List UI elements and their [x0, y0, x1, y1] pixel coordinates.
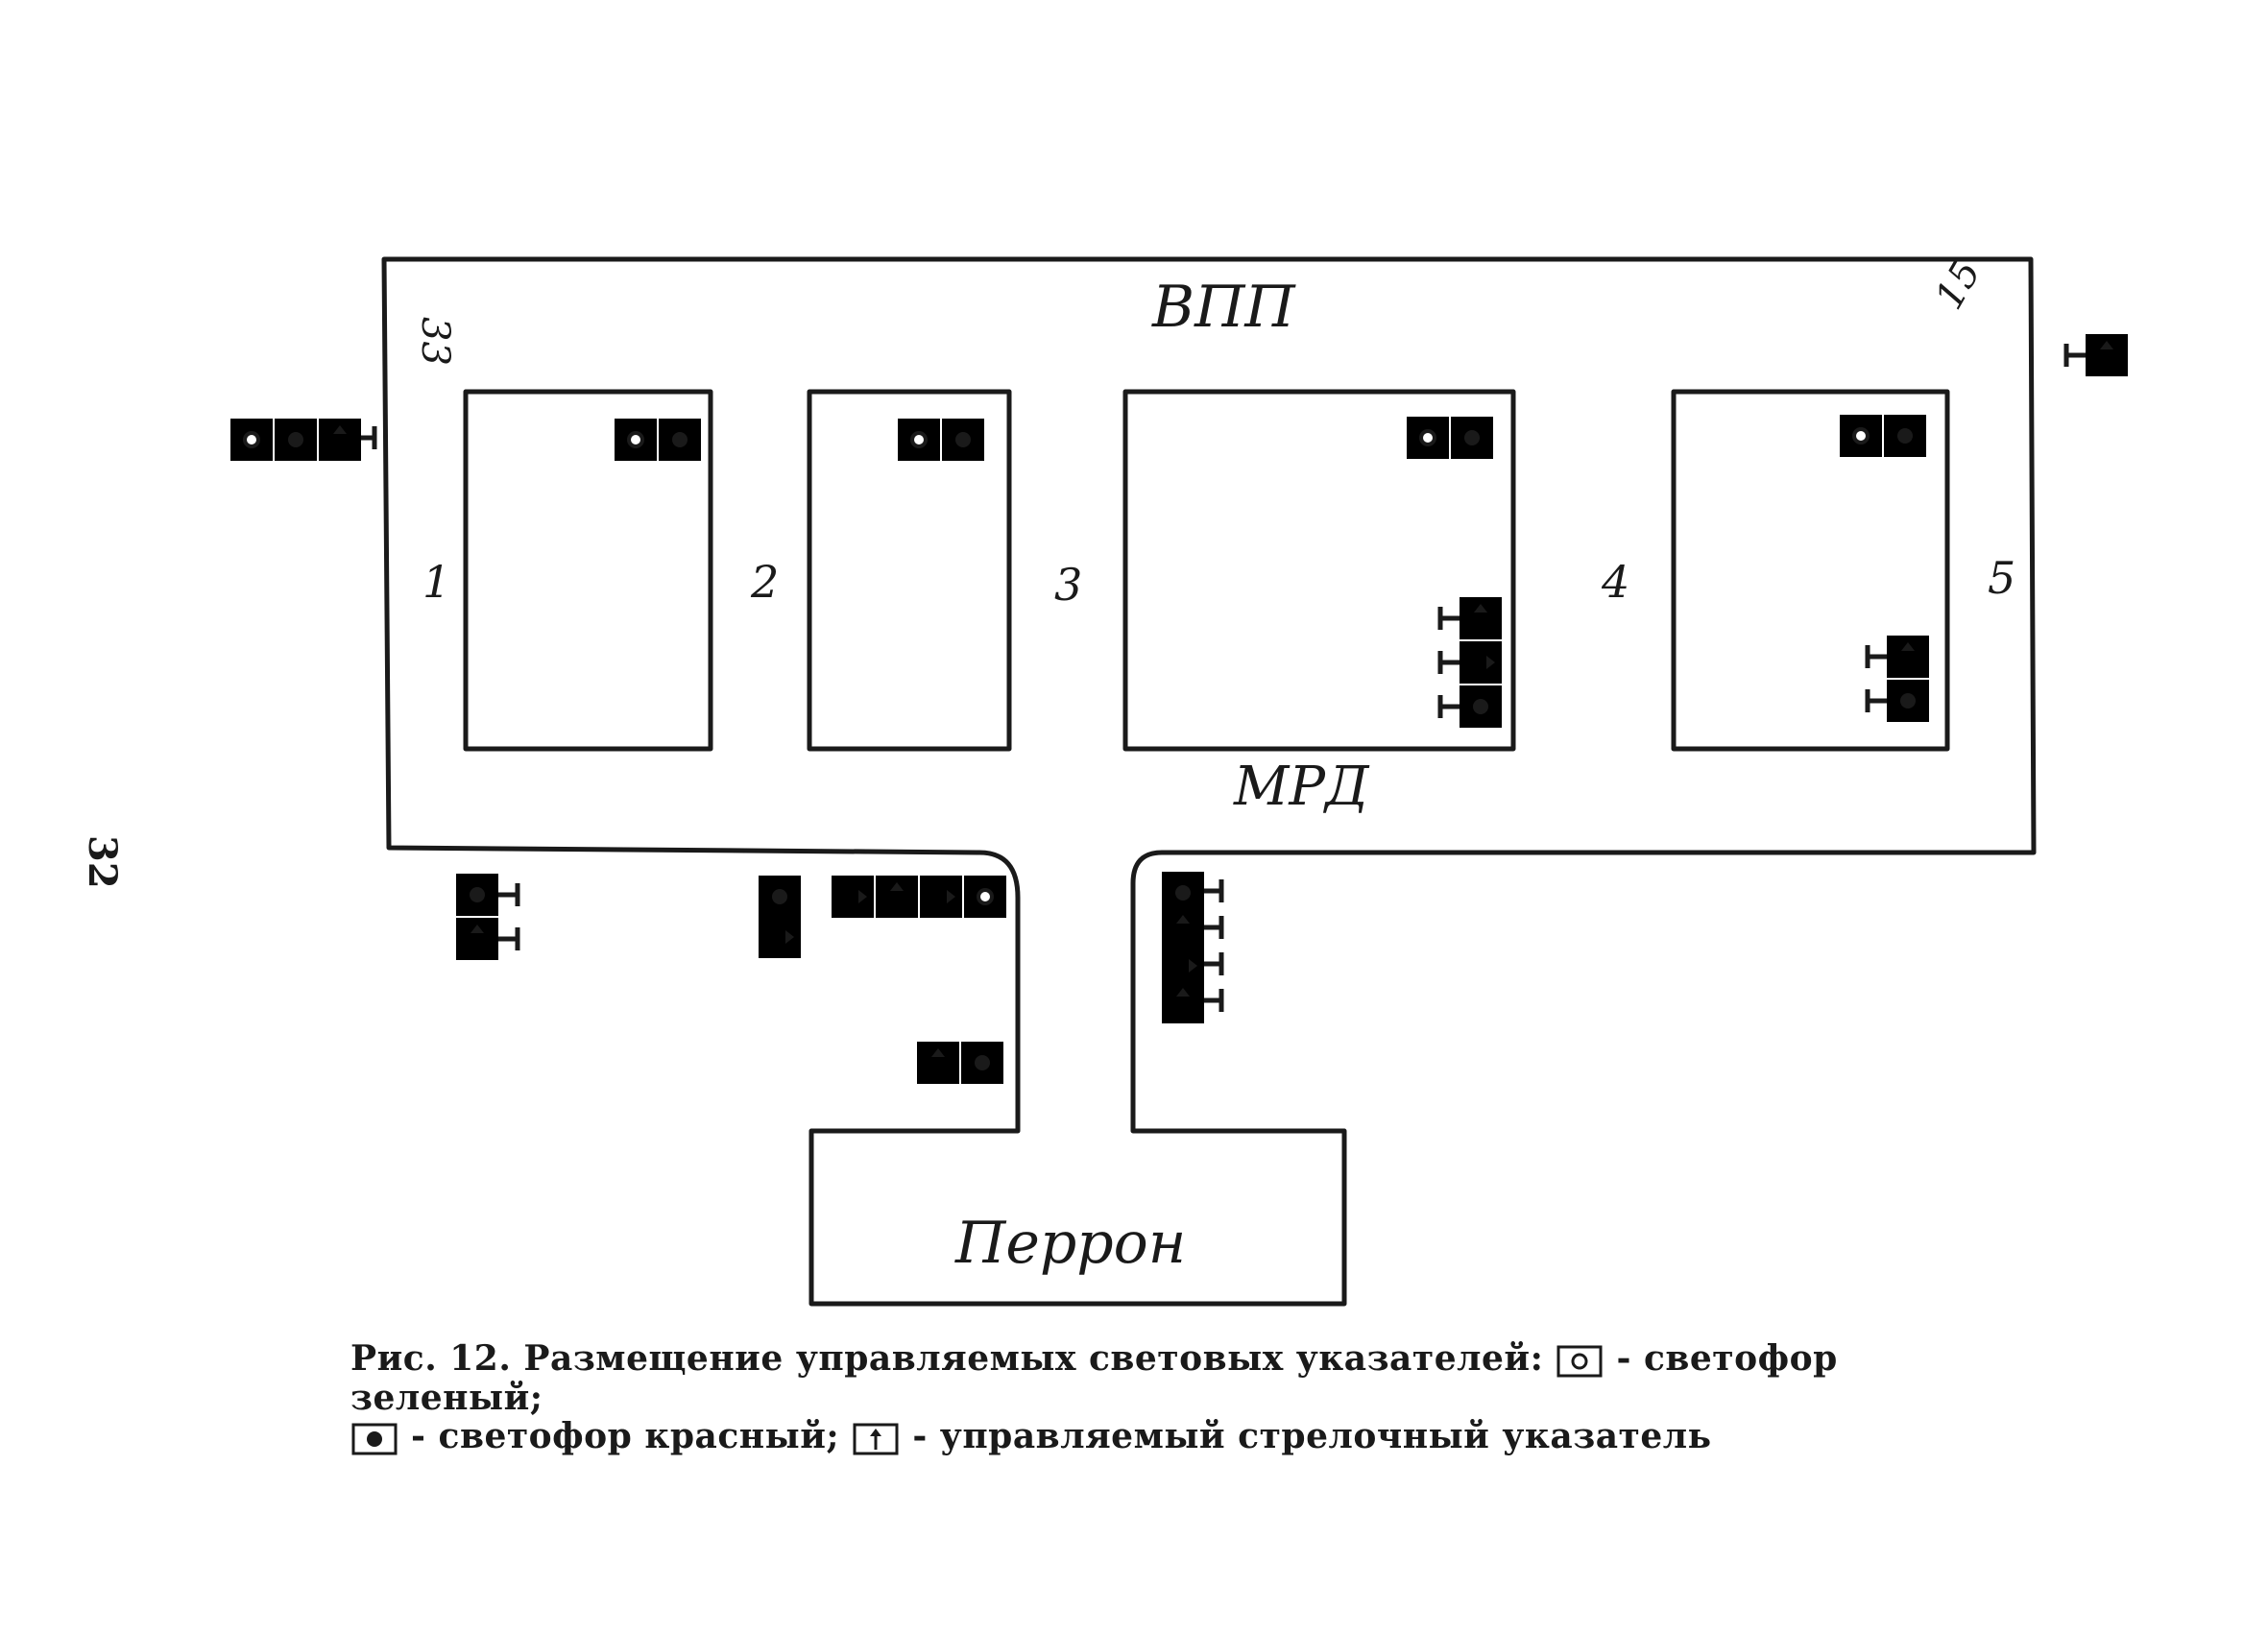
caption-prefix: Рис. 12. Размещение управляемых световых…: [350, 1338, 1544, 1379]
signal-group-stem-lower: [917, 1042, 1003, 1107]
signal-group-junction-left: [759, 874, 1008, 958]
signal-group-block-4-top: [1838, 413, 1926, 480]
signal-group-block-4-stack: [1865, 636, 1929, 722]
inner-block-1: [463, 389, 713, 752]
exit-label-3: 3: [1054, 559, 1082, 611]
signal-group-block-2: [896, 417, 984, 484]
arrow-icon: [853, 1423, 899, 1455]
page-number: 32: [80, 835, 125, 889]
exit-label-2: 2: [750, 556, 779, 608]
signal-group-junction-right: [1162, 872, 1224, 1023]
caption-red: - светофор красный;: [411, 1416, 840, 1456]
exit-label-4: 4: [1601, 556, 1629, 608]
runway-label: ВПП: [1151, 274, 1296, 341]
runway-end-left: 33: [413, 317, 457, 366]
airfield-outline: [381, 256, 2037, 1307]
caption-green: - светофор зеленый;: [350, 1338, 1838, 1418]
signal-group-block-1: [613, 417, 701, 484]
exit-label-5: 5: [1988, 552, 2015, 604]
runway-end-right: 15: [1927, 252, 1990, 317]
apron-label: Перрон: [954, 1210, 1186, 1277]
signal-group-taxiway-left: [456, 874, 520, 960]
caption-arrow: - управляемый стрелочный указатель: [912, 1416, 1712, 1456]
signal-group-runway-left: [229, 417, 377, 484]
inner-block-2: [807, 389, 1012, 752]
exit-label-1: 1: [422, 556, 450, 608]
taxiway-label: МРД: [1233, 756, 1370, 818]
hollow-circle-icon: [1556, 1345, 1603, 1378]
signal-group-block-3-top: [1405, 415, 1493, 482]
figure-caption: Рис. 12. Размещение управляемых световых…: [350, 1339, 1983, 1456]
inner-block-4: [1671, 389, 1950, 752]
inner-block-3: [1122, 389, 1516, 752]
signal-group-block-3-stack: [1437, 597, 1502, 728]
filled-circle-icon: [351, 1423, 398, 1455]
signal-runway-right: [2063, 334, 2128, 376]
